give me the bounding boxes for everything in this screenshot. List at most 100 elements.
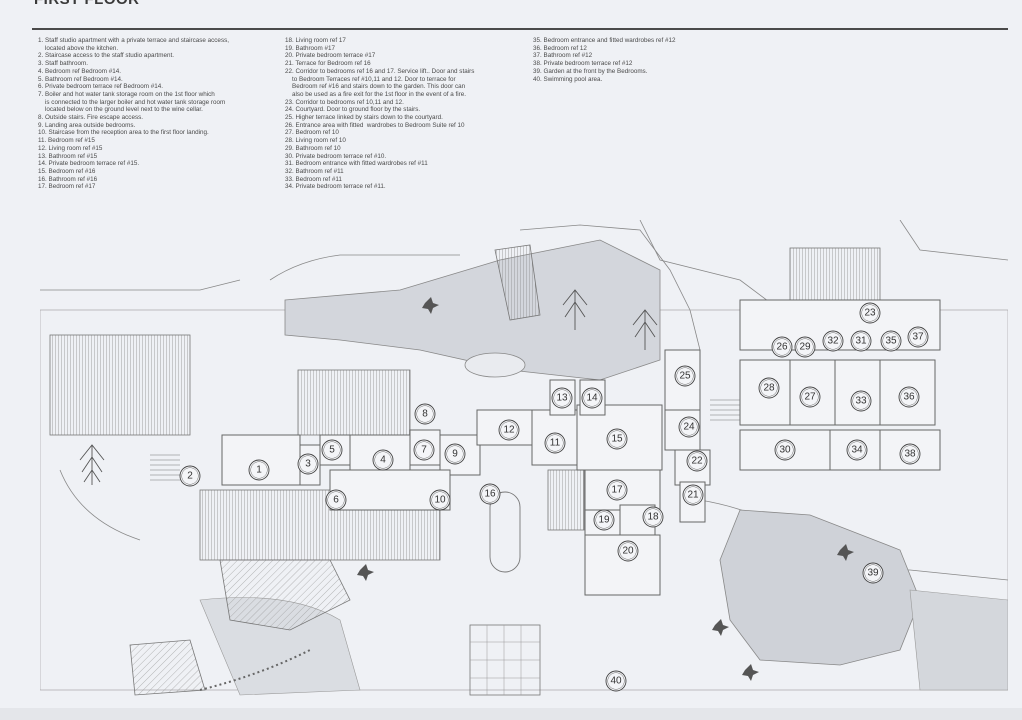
room-marker-circle bbox=[774, 439, 796, 461]
room-marker-ring bbox=[608, 481, 626, 499]
room-marker-circle bbox=[686, 450, 708, 472]
room-marker-circle bbox=[771, 336, 793, 358]
room-marker: 27 bbox=[799, 386, 821, 408]
legend-entry: 23. Corridor to bedrooms ref 10,11 and 1… bbox=[285, 98, 404, 106]
room-number: 8 bbox=[422, 409, 428, 420]
room-marker: 20 bbox=[617, 540, 639, 562]
room-number: 32 bbox=[827, 336, 839, 347]
room-number: 28 bbox=[763, 383, 775, 394]
room-marker-ring bbox=[776, 441, 794, 459]
room-marker: 21 bbox=[682, 484, 704, 506]
legend-entry: 26. Entrance area with fitted wardrobes … bbox=[285, 121, 465, 129]
room-marker: 39 bbox=[862, 562, 884, 584]
room-number: 24 bbox=[683, 422, 695, 433]
room-marker-circle bbox=[850, 390, 872, 412]
scan-bottom-edge bbox=[0, 708, 1022, 720]
room-number: 31 bbox=[855, 336, 867, 347]
legend-entry: 12. Living room ref #15 bbox=[38, 144, 103, 152]
room-marker-circle bbox=[479, 483, 501, 505]
room-marker-circle bbox=[850, 330, 872, 352]
room-marker-circle bbox=[605, 670, 627, 692]
room-marker-ring bbox=[684, 486, 702, 504]
room-marker-circle bbox=[429, 489, 451, 511]
legend-entry: 15. Bedroom ref #16 bbox=[38, 167, 96, 175]
room-marker: 28 bbox=[758, 377, 780, 399]
room-marker-ring bbox=[900, 388, 918, 406]
legend-entry: 30. Private bedroom terrace ref #10. bbox=[285, 152, 387, 160]
legend-entry: located above the kitchen. bbox=[38, 44, 119, 52]
legend-entry: 21. Terrace for Bedroom ref 16 bbox=[285, 60, 371, 68]
room-number: 10 bbox=[434, 495, 446, 506]
room-marker-circle bbox=[297, 453, 319, 475]
legend-entry: 32. Bathroom ref #11 bbox=[285, 167, 344, 175]
room-marker-circle bbox=[551, 387, 573, 409]
room-marker: 3 bbox=[297, 453, 319, 475]
tree-icon bbox=[632, 309, 658, 350]
room-marker-circle bbox=[907, 326, 929, 348]
roof-center-north bbox=[297, 369, 411, 436]
room-marker: 16 bbox=[479, 483, 501, 505]
legend-entry: to Bedroom Terraces ref #10,11 and 12. D… bbox=[285, 75, 456, 83]
legend-entry: 17. Bedroom ref #17 bbox=[38, 183, 96, 191]
room-number: 12 bbox=[503, 425, 515, 436]
swimming-pool bbox=[489, 491, 521, 573]
pergola-grid bbox=[470, 625, 540, 695]
room-number: 18 bbox=[647, 512, 659, 523]
room-marker-circle bbox=[248, 459, 270, 481]
room-number: 27 bbox=[804, 392, 816, 403]
room-marker-ring bbox=[595, 511, 613, 529]
legend-entry: 31. Bedroom entrance with fitted wardrob… bbox=[285, 160, 428, 168]
legend-entry: 34. Private bedroom terrace ref #11. bbox=[285, 183, 386, 191]
room-marker-ring bbox=[882, 332, 900, 350]
legend-entry: 25. Higher terrace linked by stairs down… bbox=[285, 114, 443, 122]
room-number: 2 bbox=[187, 471, 193, 482]
room-marker-circle bbox=[758, 377, 780, 399]
legend-entry: 24. Courtyard. Door to ground floor by t… bbox=[285, 106, 421, 114]
room-marker-circle bbox=[321, 439, 343, 461]
room-marker: 38 bbox=[899, 443, 921, 465]
legend-entry: 36. Bedroom ref 12 bbox=[533, 44, 587, 52]
room-marker: 23 bbox=[859, 302, 881, 324]
room-marker-circle bbox=[678, 416, 700, 438]
room-marker: 8 bbox=[414, 403, 436, 425]
room-number: 6 bbox=[333, 495, 339, 506]
room-marker-circle bbox=[444, 443, 466, 465]
legend-entry: 9. Landing area outside bedrooms. bbox=[38, 121, 136, 129]
legend-entry: 14. Private bedroom terrace ref #15. bbox=[38, 160, 140, 168]
room-marker-circle bbox=[859, 302, 881, 324]
legend-entry: 29. Bathroom ref 10 bbox=[285, 144, 341, 152]
legend-entry: 1. Staff studio apartment with a private… bbox=[38, 37, 229, 44]
room-marker: 13 bbox=[551, 387, 573, 409]
room-marker: 14 bbox=[581, 387, 603, 409]
roof-south-corner bbox=[129, 639, 206, 696]
legend-entry: 2. Staircase access to the staff studio … bbox=[38, 52, 175, 60]
room-marker: 5 bbox=[321, 439, 343, 461]
legend-entry: 7. Boiler and hot water tank storage roo… bbox=[38, 90, 215, 98]
legend-entry: 8. Outside stairs. Fire escape access. bbox=[38, 114, 143, 122]
room-marker-circle bbox=[325, 489, 347, 511]
room-number: 23 bbox=[864, 308, 876, 319]
roof-west bbox=[49, 334, 191, 436]
room-marker-ring bbox=[415, 441, 433, 459]
room-marker: 24 bbox=[678, 416, 700, 438]
room-marker-circle bbox=[617, 540, 639, 562]
room-marker-ring bbox=[323, 441, 341, 459]
room-marker: 22 bbox=[686, 450, 708, 472]
room-number: 36 bbox=[903, 392, 915, 403]
legend-entry: also be used as a fire exit for the 1st … bbox=[285, 90, 466, 98]
room-marker-ring bbox=[801, 388, 819, 406]
room-marker-circle bbox=[498, 419, 520, 441]
room-marker: 7 bbox=[413, 439, 435, 461]
room-marker-circle bbox=[880, 330, 902, 352]
room-marker-ring bbox=[608, 430, 626, 448]
legend-entry: located below on the ground level next t… bbox=[38, 106, 203, 114]
room-marker: 4 bbox=[372, 449, 394, 471]
room-marker-ring bbox=[181, 467, 199, 485]
room-number: 38 bbox=[904, 449, 916, 460]
room-marker: 10 bbox=[429, 489, 451, 511]
room-marker: 36 bbox=[898, 386, 920, 408]
room-marker-circle bbox=[372, 449, 394, 471]
room-marker-circle bbox=[898, 386, 920, 408]
legend-entry: 18. Living room ref 17 bbox=[285, 37, 346, 44]
